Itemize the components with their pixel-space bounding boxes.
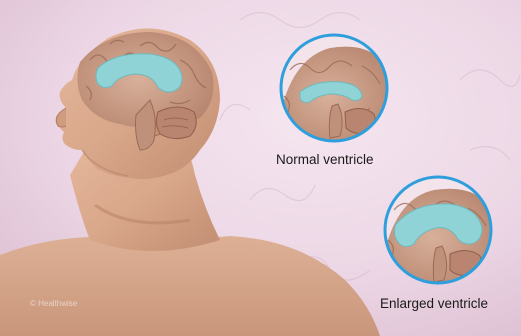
watermark: © Healthwise <box>30 299 77 308</box>
normal-ventricle-caption: Normal ventricle <box>276 152 374 167</box>
head-cerebellum <box>156 107 196 139</box>
enlarged-ventricle-caption: Enlarged ventricle <box>380 296 488 311</box>
